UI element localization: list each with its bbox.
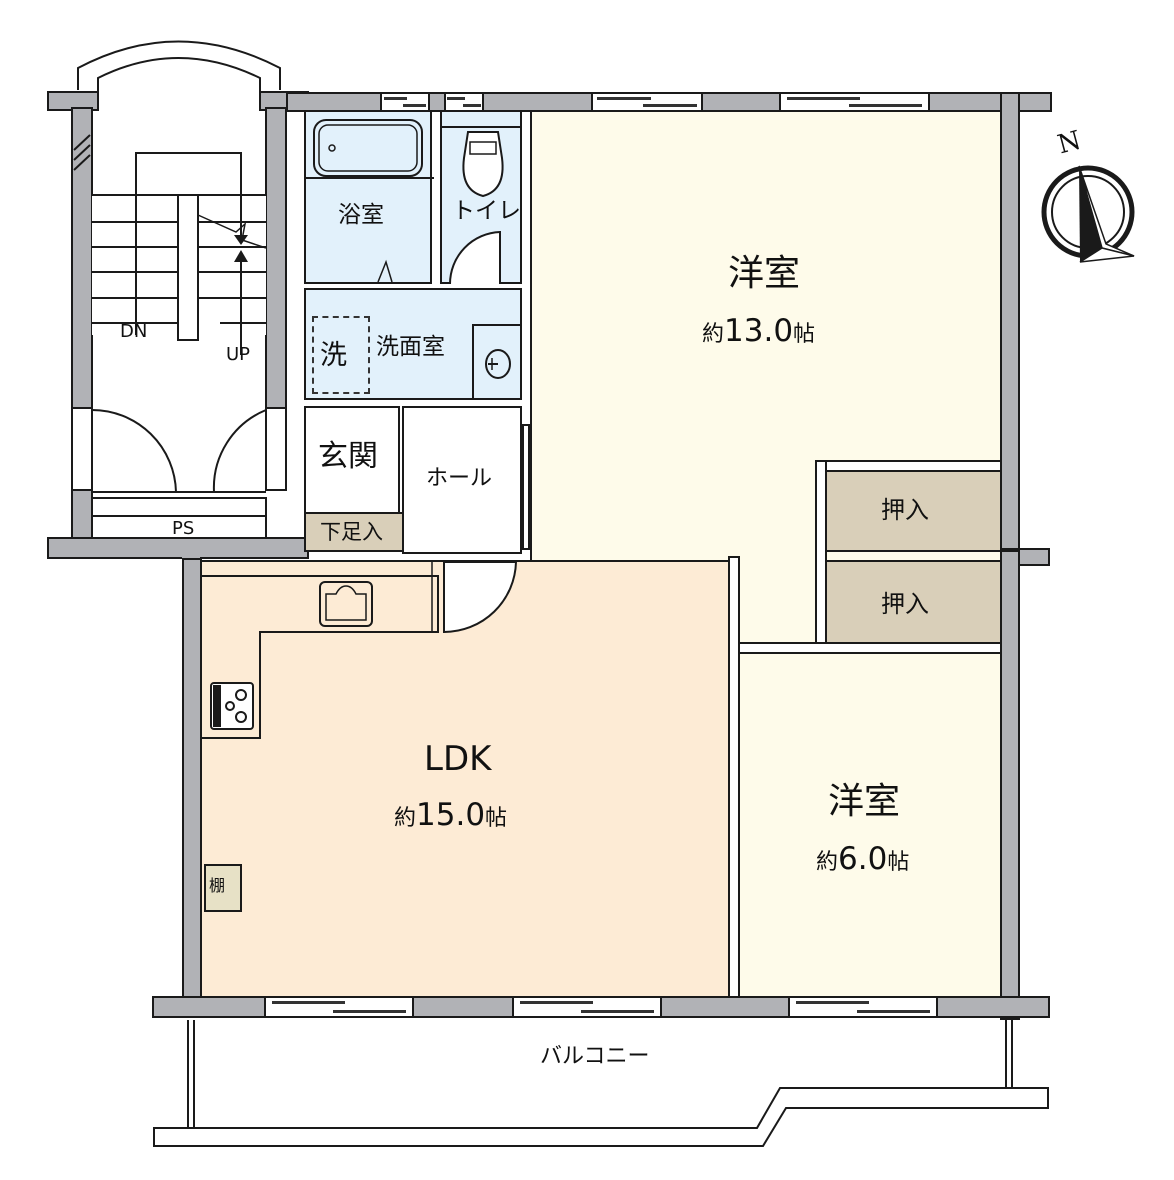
- balcony: [153, 1020, 1049, 1147]
- western-room-small-area: 約6.0帖: [816, 841, 910, 877]
- bathtub-icon: [306, 119, 434, 283]
- hall-label: ホール: [426, 466, 493, 491]
- western-room-large-name: 洋室: [728, 253, 801, 294]
- stair-down-label: DN: [120, 321, 148, 342]
- shelf-label: 棚: [209, 876, 226, 895]
- stair-up-label: UP: [226, 344, 251, 365]
- closet-lower-label: 押入: [881, 590, 929, 618]
- ps-label: PS: [172, 518, 195, 539]
- sink-icon: [485, 349, 511, 379]
- hall-sliding-door[interactable]: [522, 424, 530, 550]
- washer-label: 洗: [320, 340, 347, 371]
- shoe-storage-label: 下足入: [320, 520, 383, 544]
- vanity: [472, 324, 522, 400]
- washer-space: [312, 316, 370, 394]
- window-top-bath: [380, 92, 430, 112]
- toilet-room: トイレ: [440, 126, 522, 285]
- western-room-small-name: 洋室: [828, 781, 901, 822]
- compass: N: [1036, 124, 1146, 274]
- window-top-room2: [779, 92, 930, 112]
- toilet-icon: [449, 131, 504, 285]
- right-wall-upper: [1000, 92, 1020, 562]
- entrance: 玄関: [304, 406, 400, 514]
- kitchen-counter: [202, 562, 439, 739]
- western-room-large-area: 約13.0帖: [702, 313, 816, 349]
- ldk: 棚 LDK 約15.0帖: [200, 560, 730, 998]
- stairwell: DN UP PS: [47, 30, 309, 560]
- shelf: 棚: [204, 864, 242, 912]
- toilet-top-strip: [440, 110, 522, 128]
- ldk-area: 約15.0帖: [394, 797, 508, 833]
- window-top-toilet: [444, 92, 484, 112]
- sink-basin-icon: [319, 581, 373, 627]
- entrance-label: 玄関: [318, 439, 378, 474]
- closet-upper-label: 押入: [881, 496, 929, 524]
- western-room-small: 洋室 約6.0帖: [738, 652, 1002, 998]
- closet-upper[interactable]: 押入: [825, 460, 1002, 552]
- ldk-name: LDK: [424, 739, 492, 779]
- stairwell-drawing: [47, 40, 309, 560]
- closet-upper-sliding-door[interactable]: [827, 462, 1000, 472]
- washroom: 洗 洗面室: [304, 288, 522, 400]
- right-wall-lower: [1000, 550, 1020, 1020]
- ldk-door[interactable]: [443, 558, 524, 638]
- bath-room: 浴室: [304, 110, 434, 284]
- toilet-label: トイレ: [452, 198, 521, 224]
- washroom-label: 洗面室: [376, 334, 445, 360]
- north-arrow-icon: [1041, 165, 1135, 263]
- hall: ホール: [402, 406, 522, 554]
- stove-icon: [210, 682, 254, 730]
- window-top-room1: [591, 92, 703, 112]
- left-wall-ldk: [182, 558, 202, 1018]
- bath-label: 浴室: [338, 202, 384, 228]
- closet-lower[interactable]: 押入: [825, 560, 1002, 644]
- balcony-label: バルコニー: [540, 1044, 650, 1069]
